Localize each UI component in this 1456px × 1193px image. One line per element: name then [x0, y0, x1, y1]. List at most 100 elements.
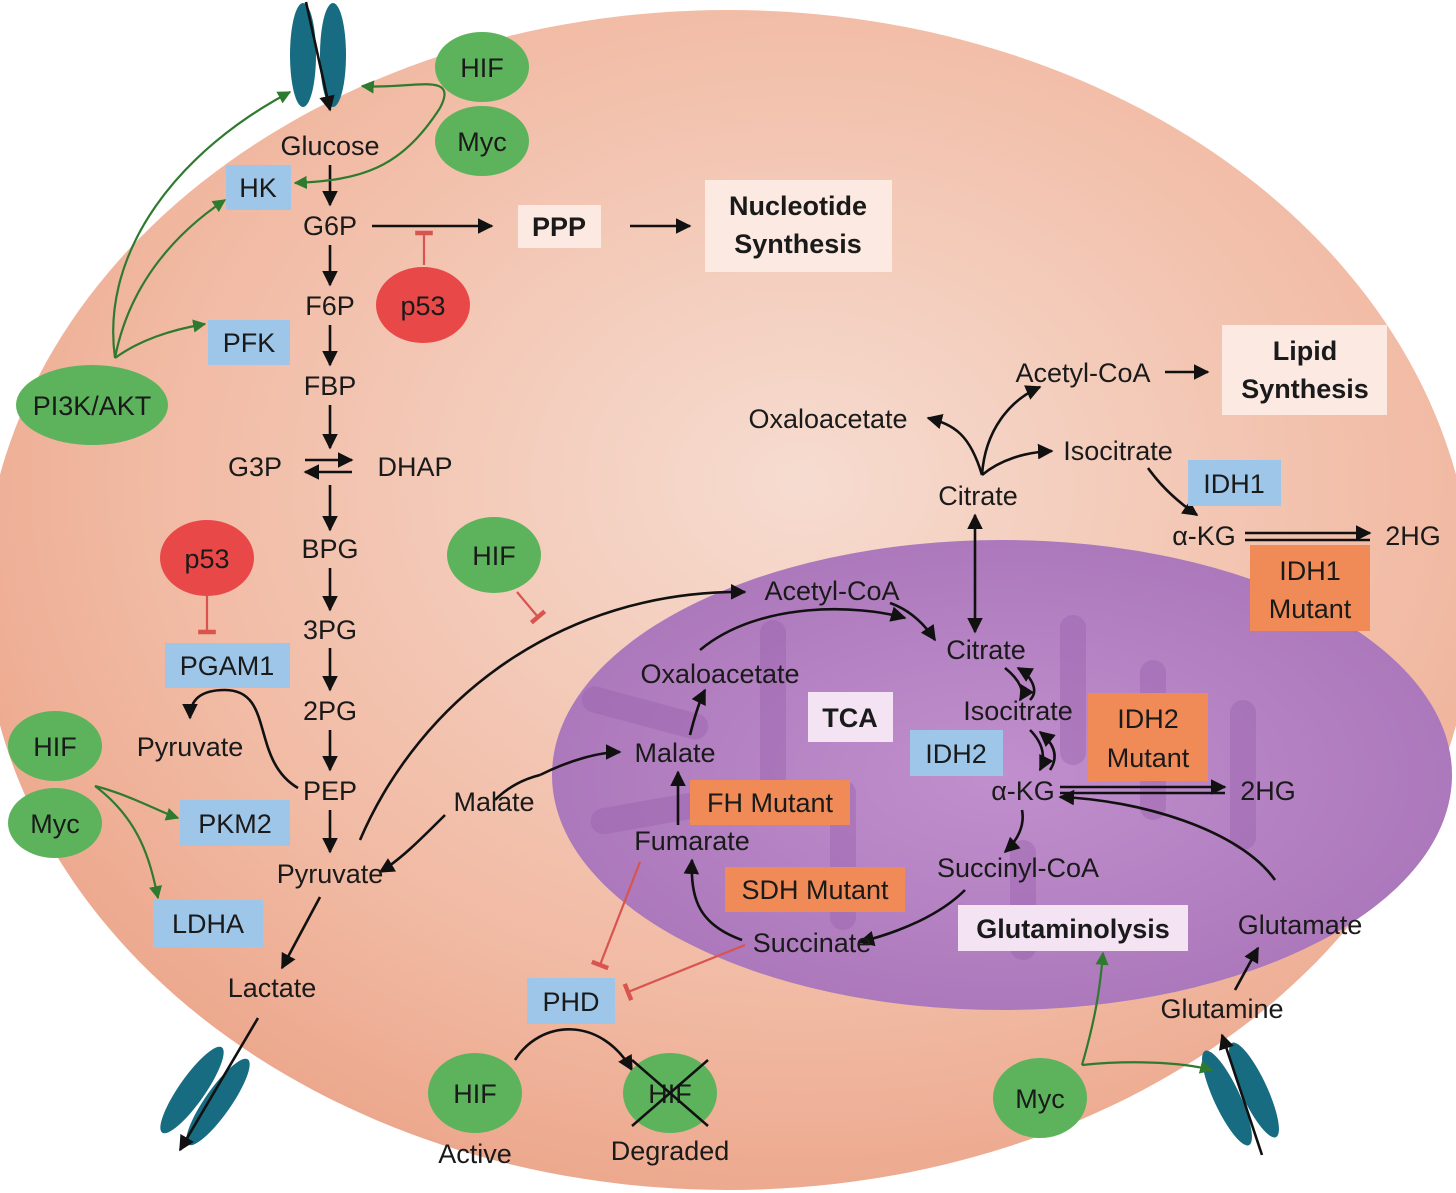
mito-fumarate-label: Fumarate: [634, 826, 750, 856]
3pg-label: 3PG: [303, 615, 357, 645]
cyto-isocitrate-label: Isocitrate: [1063, 436, 1173, 466]
phd-box: PHD: [527, 978, 615, 1024]
ldha-box: LDHA: [153, 900, 263, 947]
glucose-label: Glucose: [280, 131, 379, 161]
hif-regulator-top: HIF: [435, 32, 529, 102]
mito-citrate-label: Citrate: [946, 635, 1026, 665]
cyto-malate-label: Malate: [453, 787, 534, 817]
phd-label: PHD: [542, 987, 599, 1017]
hk-label: HK: [239, 173, 277, 203]
nucleotide-line2: Synthesis: [734, 229, 862, 259]
f6p-label: F6P: [305, 291, 355, 321]
tca-arrows: [513, 601, 1277, 1072]
myc-regulator-bottom: Myc: [993, 1058, 1087, 1138]
nucleotide-line1: Nucleotide: [729, 191, 867, 221]
glycolysis-arrows: [182, 165, 692, 970]
lipid-line2: Synthesis: [1241, 374, 1369, 404]
fh-mutant-box: FH Mutant: [690, 780, 850, 825]
hif-left-label: HIF: [33, 732, 77, 762]
nucleotide-synthesis-box: Nucleotide Synthesis: [705, 180, 892, 272]
g3p-label: G3P: [228, 452, 282, 482]
p53-top-label: p53: [400, 291, 445, 321]
myc-bottom-label: Myc: [1015, 1084, 1065, 1114]
mito-akg-label: α-KG: [991, 776, 1055, 806]
p53-mid-label: p53: [184, 544, 229, 574]
lactate-label: Lactate: [228, 973, 317, 1003]
glutaminolysis-box: Glutaminolysis: [958, 905, 1188, 951]
cytosolic-arrows: [358, 364, 1372, 874]
hif-active-label: HIF: [453, 1079, 497, 1109]
pyruvate-label: Pyruvate: [277, 859, 384, 889]
idh1-box: IDH1: [1188, 460, 1281, 506]
cyto-oxaloacetate-label: Oxaloacetate: [748, 404, 907, 434]
2pg-label: 2PG: [303, 696, 357, 726]
cyto-akg-label: α-KG: [1172, 521, 1236, 551]
bpg-label: BPG: [301, 534, 358, 564]
lipid-line1: Lipid: [1273, 336, 1337, 366]
hif-degraded: HIF Degraded: [611, 1053, 730, 1166]
mito-malate-label: Malate: [634, 738, 715, 768]
glutamine-transporter: [1202, 1033, 1279, 1156]
p53-regulator-mid: p53: [160, 520, 254, 596]
idh1-mutant-line2: Mutant: [1269, 594, 1352, 624]
tca-label: TCA: [822, 703, 878, 733]
myc-regulator-left: Myc: [8, 788, 102, 858]
hif-mid-label: HIF: [472, 541, 516, 571]
idh2-label: IDH2: [925, 739, 987, 769]
dhap-label: DHAP: [377, 452, 452, 482]
g6p-label: G6P: [303, 211, 357, 241]
mito-acetyl-coa-label: Acetyl-CoA: [764, 576, 899, 606]
myc-left-label: Myc: [30, 809, 80, 839]
hk-box: HK: [226, 165, 291, 210]
pyruvate-side-label: Pyruvate: [137, 732, 244, 762]
idh1-mutant-line1: IDH1: [1279, 556, 1341, 586]
pi3k-akt-regulator: PI3K/AKT: [16, 365, 168, 445]
mito-isocitrate-label: Isocitrate: [963, 696, 1073, 726]
pfk-box: PFK: [208, 320, 290, 365]
idh1-label: IDH1: [1203, 469, 1265, 499]
mito-succinyl-coa-label: Succinyl-CoA: [937, 853, 1099, 883]
mito-2hg-label: 2HG: [1240, 776, 1296, 806]
pfk-label: PFK: [223, 328, 276, 358]
cyto-citrate-label: Citrate: [938, 481, 1018, 511]
myc-top-label: Myc: [457, 127, 507, 157]
glutamine-label: Glutamine: [1160, 994, 1283, 1024]
glutaminolysis-label: Glutaminolysis: [976, 914, 1170, 944]
tca-box: TCA: [808, 692, 893, 742]
pep-label: PEP: [303, 776, 357, 806]
idh2-box: IDH2: [910, 730, 1003, 776]
idh2-mutant-box: IDH2 Mutant: [1088, 693, 1208, 781]
idh1-mutant-box: IDH1 Mutant: [1250, 545, 1370, 631]
cyto-acetyl-coa-label: Acetyl-CoA: [1015, 358, 1150, 388]
glucose-transporter: [290, 1, 346, 112]
mito-oxaloacetate-label: Oxaloacetate: [640, 659, 799, 689]
pkm2-label: PKM2: [198, 809, 272, 839]
p53-regulator-top: p53: [376, 267, 470, 343]
ldha-label: LDHA: [172, 909, 244, 939]
pgam1-label: PGAM1: [180, 651, 275, 681]
cyto-2hg-label: 2HG: [1385, 521, 1441, 551]
idh2-mutant-line1: IDH2: [1117, 704, 1179, 734]
ppp-label: PPP: [532, 212, 586, 242]
mito-succinate-label: Succinate: [753, 928, 872, 958]
degraded-caption: Degraded: [611, 1136, 730, 1166]
active-caption: Active: [438, 1139, 512, 1169]
hif-top-label: HIF: [460, 53, 504, 83]
sdh-mutant-box: SDH Mutant: [725, 867, 905, 912]
hif-active: HIF Active: [428, 1053, 522, 1169]
pi3k-akt-label: PI3K/AKT: [33, 391, 152, 421]
fh-mutant-label: FH Mutant: [707, 788, 834, 818]
idh2-mutant-line2: Mutant: [1107, 743, 1190, 773]
pgam1-box: PGAM1: [165, 643, 290, 688]
hif-regulator-left: HIF: [8, 711, 102, 781]
glutamate-label: Glutamate: [1238, 910, 1363, 940]
myc-regulator-top: Myc: [435, 106, 529, 176]
hif-regulator-mid: HIF: [447, 517, 541, 593]
lactate-transporter: [160, 1017, 260, 1152]
sdh-mutant-label: SDH Mutant: [741, 875, 889, 905]
fbp-label: FBP: [304, 371, 357, 401]
inhibition-lines: [198, 230, 746, 1001]
pkm2-box: PKM2: [180, 800, 290, 846]
lipid-synthesis-box: Lipid Synthesis: [1222, 325, 1387, 415]
